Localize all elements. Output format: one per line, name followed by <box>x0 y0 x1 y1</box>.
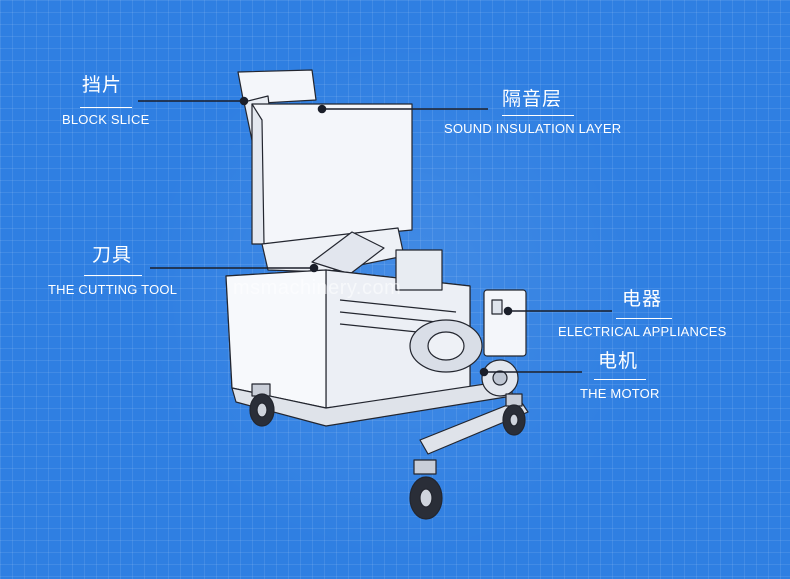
callout-en: THE MOTOR <box>580 386 660 401</box>
callout-divider <box>84 275 142 276</box>
callout-zh: 挡片 <box>82 74 123 96</box>
hopper-lid <box>237 69 317 105</box>
upper-hopper <box>251 103 413 245</box>
electrical-box <box>483 289 527 357</box>
watermark: msmachinery.com <box>233 277 402 299</box>
callout-en: SOUND INSULATION LAYER <box>444 121 622 136</box>
callout-zh: 刀具 <box>92 244 133 266</box>
callout-en: BLOCK SLICE <box>62 112 150 127</box>
callout-divider <box>594 379 646 380</box>
callout-zh: 电器 <box>622 288 663 310</box>
callout-zh: 隔音层 <box>502 88 563 110</box>
cutting-tool-shape <box>311 231 385 275</box>
callout-en: ELECTRICAL APPLIANCES <box>558 324 727 339</box>
callout-en: THE CUTTING TOOL <box>48 282 178 297</box>
callout-divider <box>502 115 574 116</box>
wheel-front-right <box>409 459 443 520</box>
callout-zh: 电机 <box>598 350 639 372</box>
wheel-rear-right <box>502 393 526 436</box>
wheel-front-left <box>249 383 275 427</box>
callout-divider <box>616 318 672 319</box>
callout-divider <box>80 107 132 108</box>
